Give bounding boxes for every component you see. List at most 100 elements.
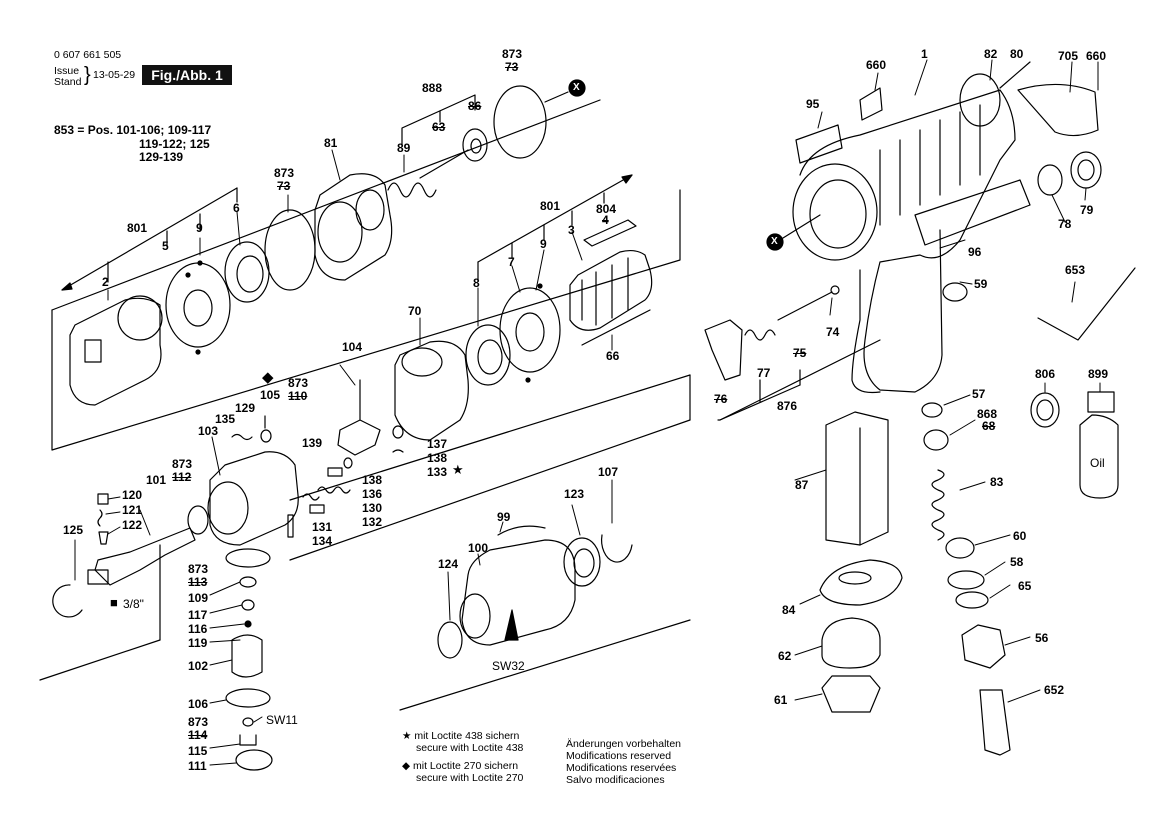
part-73-o-ring xyxy=(264,209,316,291)
callout-82: 82 xyxy=(984,47,998,61)
set-definition-line2: 119-122; 125 xyxy=(139,137,210,151)
callout-119: 119 xyxy=(188,636,208,650)
parts-129-138 xyxy=(231,415,404,538)
square-drive-marker: ■ xyxy=(110,595,118,610)
part-86-valve xyxy=(462,128,488,162)
callout-4: 4 xyxy=(602,213,609,227)
callout-80: 80 xyxy=(1010,47,1024,61)
diamond-marker: ◆ xyxy=(262,369,274,386)
callout-84: 84 xyxy=(782,603,796,617)
set-definition-line1: 853 = Pos. 101-106; 109-117 xyxy=(54,123,212,137)
callout-6: 6 xyxy=(233,201,240,215)
bracket-888 xyxy=(401,94,476,146)
loctite-270-en: secure with Loctite 270 xyxy=(416,772,524,784)
callout-1: 1 xyxy=(921,47,928,61)
x-marker-top: X xyxy=(573,82,580,93)
group-frame-lines xyxy=(39,99,881,711)
part-112-o-ring xyxy=(187,505,209,535)
callout-83: 83 xyxy=(990,475,1004,489)
callout-115: 115 xyxy=(188,744,208,758)
oil-bottle-label: Oil xyxy=(1090,456,1105,470)
part-5-end-plate xyxy=(165,260,231,355)
callout-60: 60 xyxy=(1013,529,1027,543)
bracket-876 xyxy=(719,369,801,421)
part-2-cylinder xyxy=(69,295,163,406)
callout-68: 68 xyxy=(982,419,996,433)
callout-66: 66 xyxy=(606,349,620,363)
part-104-lever xyxy=(337,379,381,456)
part-125-ring xyxy=(52,584,83,618)
stand-label: Stand xyxy=(54,76,82,88)
callout-876: 876 xyxy=(777,399,798,413)
callout-125: 125 xyxy=(63,523,84,537)
part-100-hammer-case xyxy=(459,525,576,646)
parts-column-109-115 xyxy=(225,548,273,771)
wrench-size-sw32: SW32 xyxy=(492,659,525,673)
leader-lines xyxy=(74,59,1101,766)
callout-76: 76 xyxy=(714,392,728,406)
callout-114: 114 xyxy=(188,728,208,742)
callout-99: 99 xyxy=(497,510,511,524)
doc-number: 0 607 661 505 xyxy=(54,49,122,61)
bracket-801-left xyxy=(61,187,238,291)
callout-705: 705 xyxy=(1058,49,1079,63)
callout-138-a: 138 xyxy=(427,451,448,465)
part-7-end-plate xyxy=(499,283,561,383)
wrench-size-sw11: SW11 xyxy=(266,713,298,727)
callout-136: 136 xyxy=(362,487,383,501)
callout-81: 81 xyxy=(324,136,338,150)
part-103-housing xyxy=(207,451,299,546)
callout-139: 139 xyxy=(302,436,323,450)
loctite-270-de: mit Loctite 270 sichern xyxy=(413,760,519,772)
modifications-de: Änderungen vorbehalten xyxy=(566,738,682,750)
callout-74: 74 xyxy=(826,325,840,339)
callout-137: 137 xyxy=(427,437,448,451)
callout-73-a: 73 xyxy=(277,179,291,193)
part-70-sleeve xyxy=(394,340,469,441)
callout-75: 75 xyxy=(793,346,807,360)
brace: } xyxy=(84,64,91,86)
callout-57: 57 xyxy=(972,387,986,401)
part-59 xyxy=(942,282,968,302)
callout-873-e: 873 xyxy=(188,562,209,576)
parts-806-899 xyxy=(1030,391,1119,499)
part-705-exhaust xyxy=(859,83,1099,137)
parts-78-79 xyxy=(1037,151,1102,196)
callout-107: 107 xyxy=(598,465,619,479)
loctite-438-de: mit Loctite 438 sichern xyxy=(414,730,520,742)
callout-102: 102 xyxy=(188,659,209,673)
callout-61: 61 xyxy=(774,693,788,707)
part-ring-x xyxy=(493,85,547,159)
parts-80-82 xyxy=(959,61,1031,127)
callout-868: 868 xyxy=(977,407,998,421)
part-653-hex-key xyxy=(1037,267,1136,341)
star-marker: ★ xyxy=(452,462,464,477)
callout-806: 806 xyxy=(1035,367,1056,381)
x-marker-circles xyxy=(544,79,821,251)
callout-8: 8 xyxy=(473,276,480,290)
callout-116: 116 xyxy=(188,622,208,636)
part-66-pin xyxy=(581,309,651,346)
callout-109: 109 xyxy=(188,591,209,605)
callout-124: 124 xyxy=(438,557,459,571)
loctite-438-note: ★ mit Loctite 438 sichern xyxy=(402,730,519,742)
callout-58: 58 xyxy=(1010,555,1024,569)
callout-133: 133 xyxy=(427,465,448,479)
x-marker-body: X xyxy=(771,236,778,247)
callout-652: 652 xyxy=(1044,683,1065,697)
callout-660-a: 660 xyxy=(866,58,887,72)
callout-9-left: 9 xyxy=(196,221,203,235)
part-87-filter xyxy=(825,411,889,546)
callout-100: 100 xyxy=(468,541,489,555)
callout-65: 65 xyxy=(1018,579,1032,593)
callout-873-d: 873 xyxy=(172,457,193,471)
parts-120-122 xyxy=(97,493,109,545)
part-89-spring xyxy=(387,149,469,198)
part-101-spindle xyxy=(87,527,196,586)
callout-873-a: 873 xyxy=(274,166,295,180)
callout-120: 120 xyxy=(122,488,143,502)
callout-86: 86 xyxy=(468,99,482,113)
callout-112: 112 xyxy=(172,470,192,484)
callout-131: 131 xyxy=(312,520,333,534)
callout-104: 104 xyxy=(342,340,363,354)
